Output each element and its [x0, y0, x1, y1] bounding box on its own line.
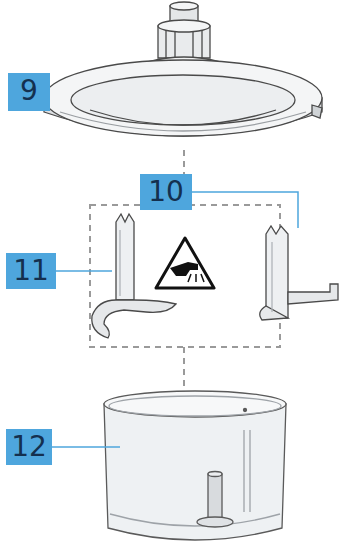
bowl: [104, 391, 286, 540]
chopping-blade: [260, 226, 338, 320]
callout-number: 11: [6, 253, 56, 289]
assembly-line: [183, 347, 185, 396]
lid: [44, 2, 322, 136]
callout-number: 12: [6, 429, 52, 465]
leader-lines: [52, 192, 298, 447]
kneading-blade: [92, 214, 176, 338]
callout-number: 10: [140, 174, 192, 210]
warning-symbol: [156, 238, 214, 288]
callout-number: 9: [8, 73, 50, 111]
dashed-frame: [90, 205, 280, 347]
